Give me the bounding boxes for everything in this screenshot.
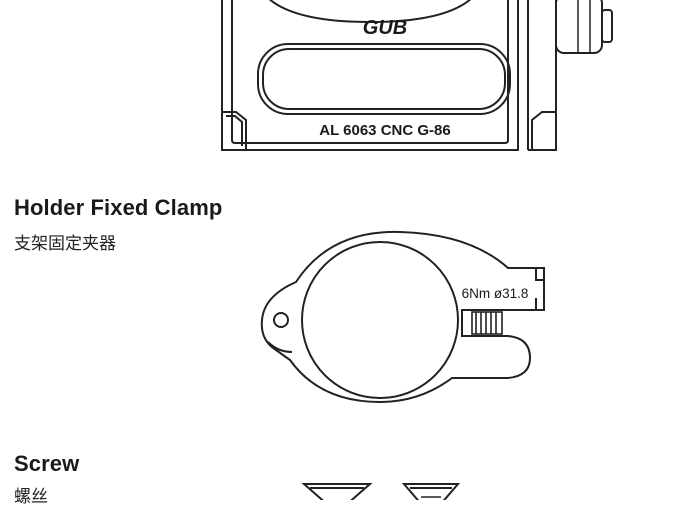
holder-logo: GUB bbox=[363, 17, 407, 39]
clamp-drawing bbox=[260, 230, 545, 404]
clamp-title: Holder Fixed Clamp bbox=[14, 195, 223, 220]
holder-plate-text: AL 6063 CNC G-86 bbox=[319, 122, 450, 139]
holder-side-column bbox=[517, 0, 613, 151]
screw-subtitle: 螺丝 bbox=[14, 487, 48, 507]
screw-drawing bbox=[301, 483, 461, 500]
clamp-subtitle: 支架固定夹器 bbox=[14, 234, 116, 254]
screw-title: Screw bbox=[14, 451, 80, 476]
clamp-screw-thread bbox=[471, 311, 503, 335]
clamp-torque-label: 6Nm ø31.8 bbox=[462, 286, 529, 301]
